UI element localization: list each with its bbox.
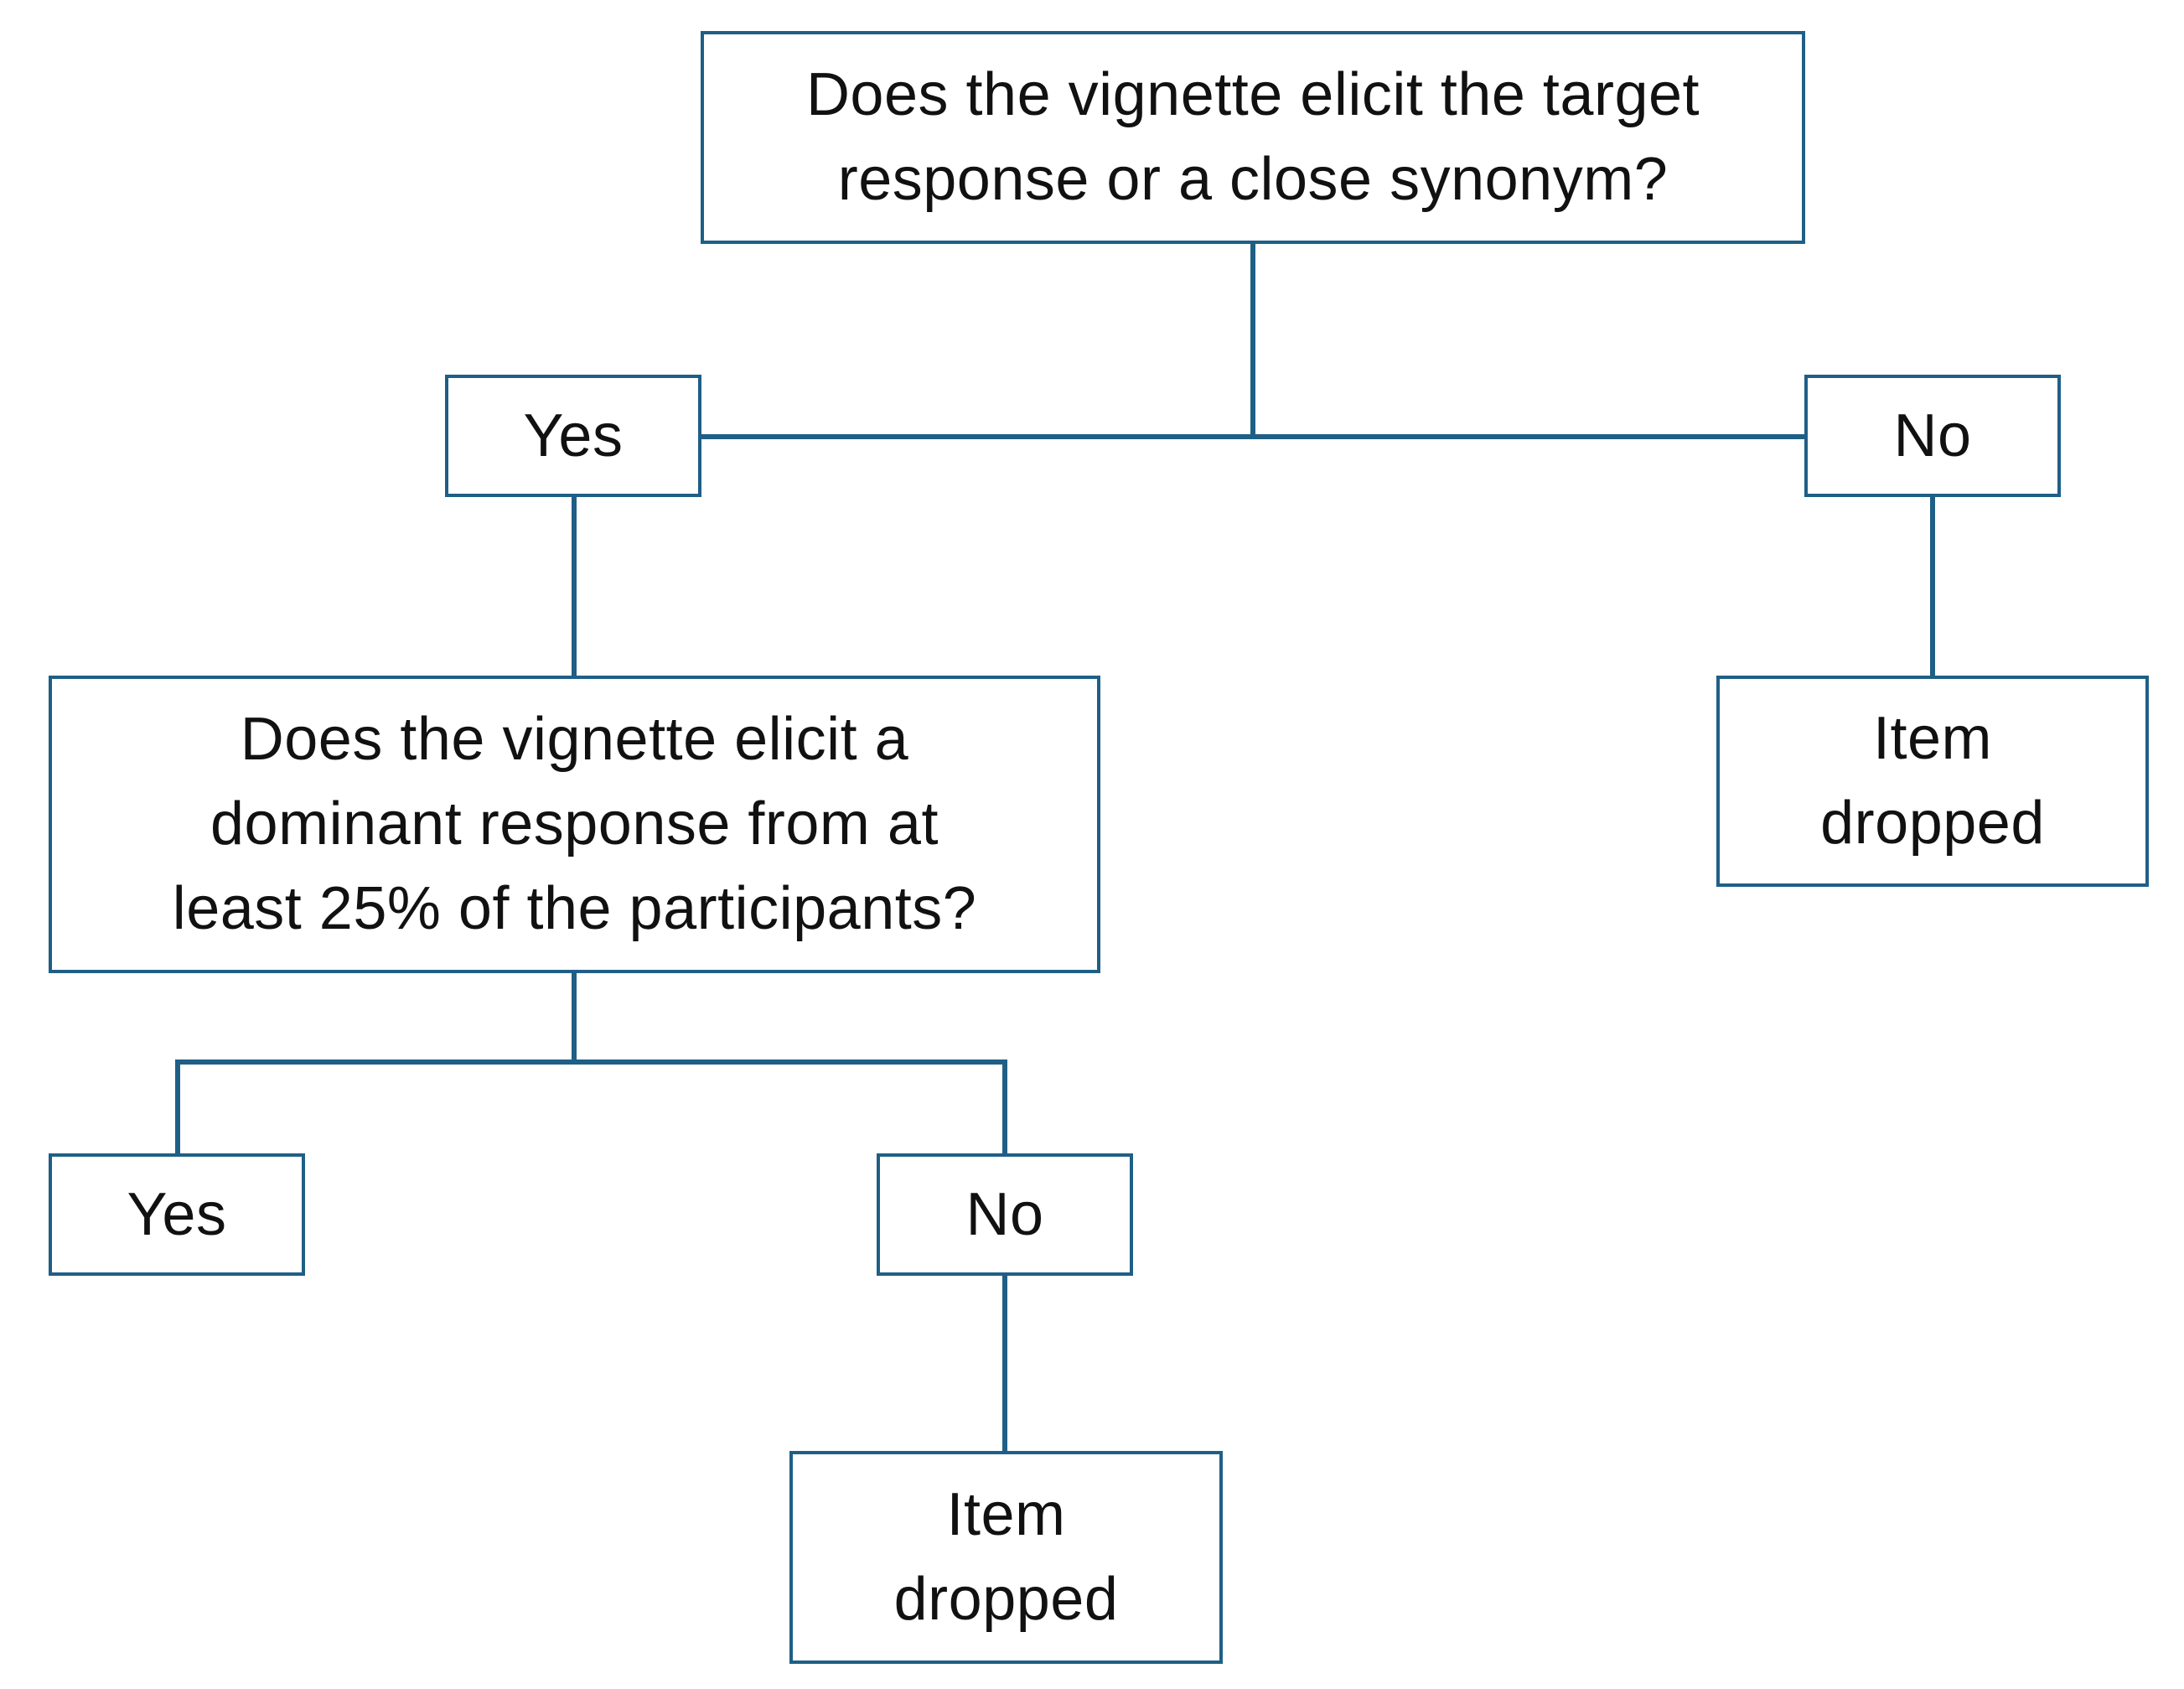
answer-label: Yes (127, 1180, 227, 1248)
answer-label: No (965, 1180, 1044, 1248)
answer-label: No (1893, 402, 1972, 469)
result-line: Item (946, 1481, 1066, 1548)
answer-no-dominant: No (877, 1153, 1133, 1276)
question-line: Does the vignette elicit a (240, 706, 909, 773)
result-text: Item dropped (1820, 697, 2045, 866)
question-text: Does the vignette elicit a dominant resp… (173, 697, 977, 951)
result-text: Item dropped (894, 1473, 1119, 1642)
result-line: dropped (893, 1566, 1119, 1633)
result-line: Item (1872, 705, 1992, 772)
question-target-response: Does the vignette elicit the target resp… (701, 31, 1805, 244)
answer-no-target: No (1804, 375, 2061, 497)
result-item-dropped-target: Item dropped (1716, 676, 2149, 887)
question-line: response or a close synonym? (837, 146, 1669, 213)
question-line: Does the vignette elicit the target (805, 61, 1700, 128)
question-dominant-response: Does the vignette elicit a dominant resp… (49, 676, 1100, 973)
answer-label: Yes (523, 402, 624, 469)
answer-yes-target: Yes (445, 375, 701, 497)
question-line: least 25% of the participants? (172, 875, 977, 942)
question-line: dominant response from at (210, 790, 939, 857)
answer-yes-dominant: Yes (49, 1153, 305, 1276)
question-text: Does the vignette elicit the target resp… (806, 53, 1700, 222)
result-line: dropped (1820, 790, 2045, 857)
result-item-dropped-dominant: Item dropped (789, 1451, 1223, 1664)
